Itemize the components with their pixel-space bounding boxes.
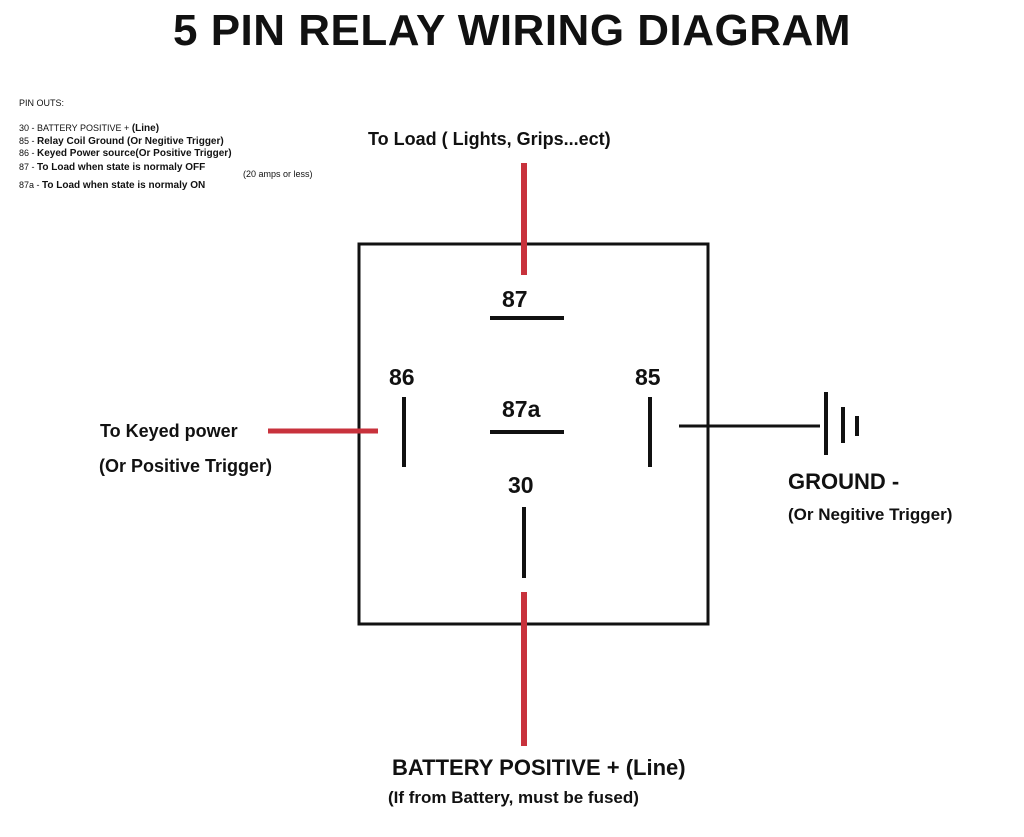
to-load-label: To Load ( Lights, Grips...ect) <box>368 129 611 149</box>
pinout-86-prefix: 86 - <box>19 148 38 158</box>
pin-30-label: 30 <box>508 472 534 498</box>
pinout-86: 86 - Keyed Power source(Or Positive Trig… <box>19 148 232 159</box>
pin-86-label: 86 <box>389 364 415 390</box>
relay-box <box>357 242 710 626</box>
pinout-30-note: (Line) <box>131 123 160 134</box>
pin-85-label: 85 <box>635 364 661 390</box>
pinout-85-prefix: 85 - <box>19 136 38 146</box>
pinout-85-desc: Relay Coil Ground (Or Negitive Trigger) <box>37 136 224 147</box>
diagram-title: 5 PIN RELAY WIRING DIAGRAM <box>173 6 851 55</box>
pinout-87a-desc: To Load when state is normaly ON <box>42 180 206 191</box>
pinout-amps-note: (20 amps or less) <box>243 169 313 179</box>
pinout-87a: 87a - To Load when state is normaly ON <box>19 180 205 191</box>
pin-87-label: 87 <box>502 286 528 312</box>
pinout-85: 85 - Relay Coil Ground (Or Negitive Trig… <box>19 136 224 147</box>
pinout-86-desc: Keyed Power source(Or Positive Trigger) <box>37 148 232 159</box>
pinout-87: 87 - To Load when state is normaly OFF <box>19 162 205 173</box>
pinouts-heading: PIN OUTS: <box>19 98 65 108</box>
ground-label: GROUND - <box>788 469 900 494</box>
pinout-30-prefix: 30 - BATTERY POSITIVE + <box>19 123 130 133</box>
ground-symbol-icon <box>824 392 859 455</box>
pinout-30: 30 - BATTERY POSITIVE + (Line) <box>19 123 159 134</box>
pinout-87-prefix: 87 - <box>19 162 38 172</box>
keyed-power-label: To Keyed power <box>100 421 238 441</box>
fused-note-label: (If from Battery, must be fused) <box>388 788 639 807</box>
pin-87a-label: 87a <box>502 396 541 422</box>
positive-trigger-label: (Or Positive Trigger) <box>99 456 273 476</box>
pinout-87a-prefix: 87a - <box>19 180 43 190</box>
battery-positive-label: BATTERY POSITIVE + (Line) <box>392 755 686 780</box>
pinout-87-desc: To Load when state is normaly OFF <box>37 162 206 173</box>
negative-trigger-label: (Or Negitive Trigger) <box>788 505 953 524</box>
